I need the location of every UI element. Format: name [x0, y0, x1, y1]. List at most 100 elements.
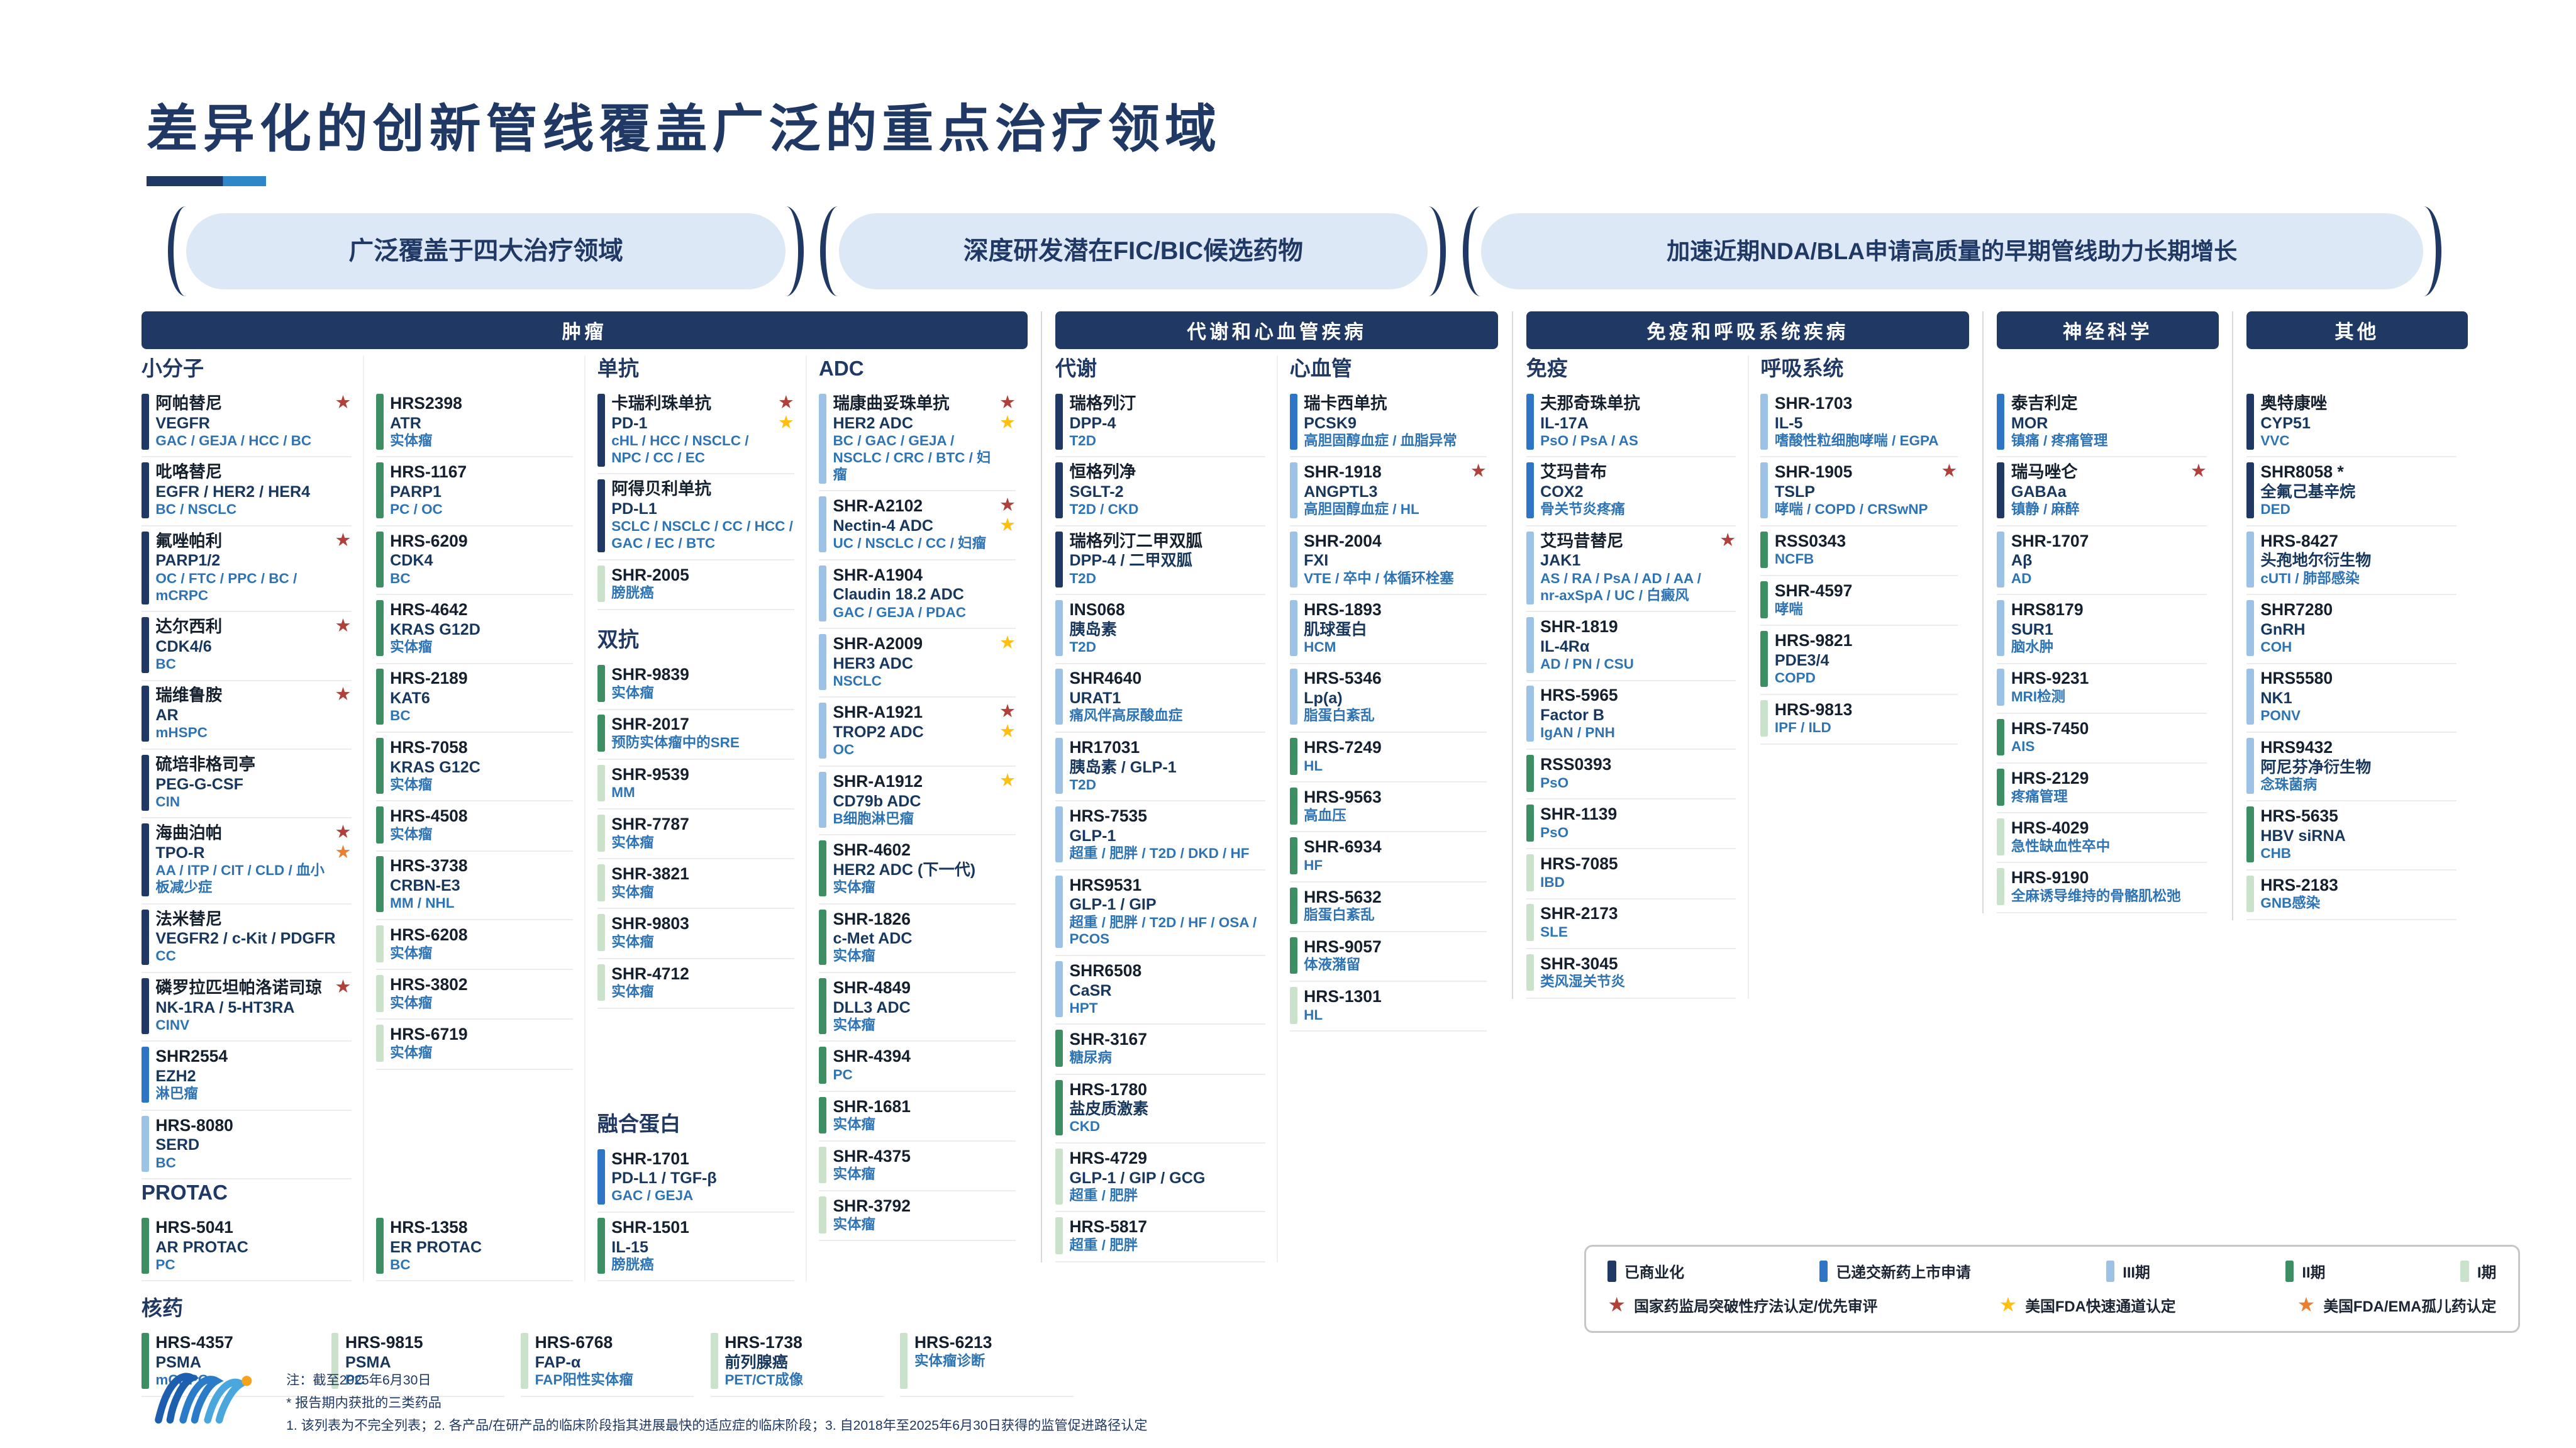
drug-name: 阿帕替尼 [155, 393, 223, 413]
drug-name: 瑞维鲁胺 [155, 686, 223, 705]
drug-name: HRS-7450 [2011, 718, 2089, 738]
drug-target: GLP-1 / GIP [1069, 896, 1157, 914]
drug-name: HRS-1301 [1304, 986, 1382, 1006]
fast-track-star-icon: ★ [1999, 1293, 2018, 1316]
drug-name: SHR-6934 [1304, 837, 1382, 857]
banner-text: 深度研发潜在FIC/BIC候选药物 [963, 237, 1303, 265]
drug-name: HRS-2129 [2011, 768, 2089, 788]
phase-2-bar [1760, 631, 1768, 688]
drug-indications: PC [345, 1372, 365, 1388]
modality-header [376, 1179, 573, 1208]
fast-track-star-icon: ★ [777, 412, 794, 433]
drug-name: SHR-4602 [833, 840, 911, 860]
phase-commercialized-bar [141, 617, 149, 673]
drug-indications: 疼痛管理 [2011, 788, 2068, 805]
phase-2-bar [1289, 737, 1297, 775]
designation-stars: ★ [335, 977, 351, 1034]
phase-nda-submitted-bar [141, 1047, 149, 1103]
drug-indications: B细胞淋巴瘤 [833, 810, 914, 827]
breakthrough-star-icon: ★ [1607, 1293, 1626, 1316]
drug-indications: MM / NHL [390, 895, 455, 911]
phase-3-bar [818, 393, 826, 484]
phase-3-bar [1055, 600, 1063, 656]
drug-name: HRS-4508 [390, 806, 468, 826]
drug-name: 瑞卡西单抗 [1304, 393, 1387, 413]
phase-2-bar [597, 665, 605, 702]
drug-name: HRS-7535 [1069, 806, 1147, 826]
phase-1-bar [1997, 818, 2005, 855]
drug-name: HRS-1893 [1304, 600, 1382, 620]
designation-stars: ★ [1470, 462, 1487, 518]
phase-3-bar-swatch [2106, 1260, 2114, 1283]
phase-1-bar [1526, 954, 1534, 991]
drug-name: HRS-7058 [390, 737, 468, 757]
designation-stars: ★ [2190, 462, 2207, 518]
phase-2-bar [1526, 805, 1534, 842]
phase-commercialized-bar [597, 393, 605, 467]
drug-indications: 淋巴瘤 [155, 1086, 198, 1102]
drug-name: HRS-5632 [1304, 887, 1382, 906]
drug-target: ANGPTL3 [1304, 483, 1378, 501]
drug-indications: COH [2260, 639, 2292, 655]
phase-2-bar [375, 737, 384, 794]
phase-3-bar [1526, 531, 1534, 604]
drug-name: HRS-9821 [1774, 631, 1853, 650]
drug-name: SHR-3821 [611, 864, 689, 884]
drug-name: HRS-1780 [1069, 1079, 1147, 1099]
drug-name: HRS2398 [390, 393, 462, 413]
drug-name: SHR-A2009 [833, 634, 923, 654]
drug-indications: HL [1304, 757, 1323, 774]
legend-label: 美国FDA快速通道认定 [2025, 1298, 2176, 1315]
drug-target: PDE3/4 [1774, 651, 1829, 669]
breakthrough-star-icon: ★ [777, 392, 794, 413]
phase-2-bar [818, 840, 826, 897]
drug-name: SHR-4597 [1774, 581, 1853, 600]
drug-indications: BC / GAC / GEJA / NSCLC / CRC / BTC / 妇瘤 [833, 432, 991, 482]
drug-name: HRS-1738 [724, 1333, 802, 1352]
drug-indications: mHSPC [155, 725, 208, 741]
drug-target: JAK1 [1540, 552, 1581, 570]
drug-name: HRS-5635 [2260, 806, 2338, 826]
modality-header: ADC [818, 357, 864, 381]
drug-indications: 镇静 / 麻醉 [2011, 501, 2080, 518]
drug-indications: cUTI / 肺部感染 [2260, 570, 2360, 586]
phase-commercialized-bar [141, 909, 149, 966]
phase-nda-submitted-bar [1526, 393, 1534, 450]
